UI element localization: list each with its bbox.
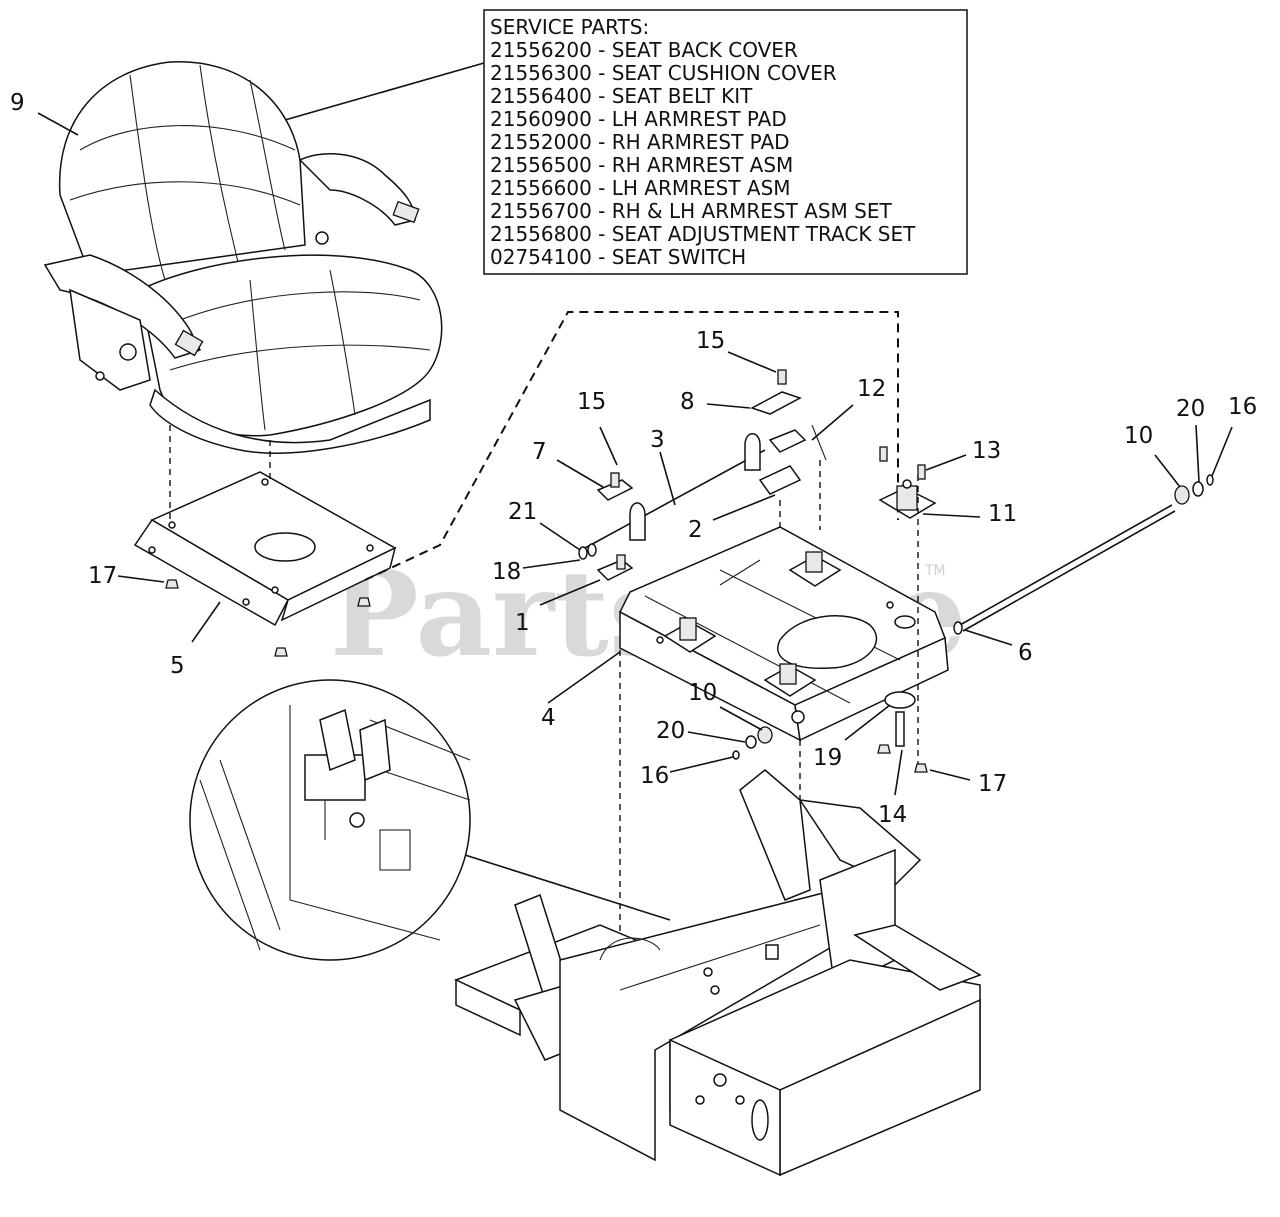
- callout-label: 13: [972, 438, 1001, 464]
- leader-line: [539, 579, 601, 606]
- leader-line: [249, 62, 485, 131]
- callout-label: 16: [1228, 394, 1257, 420]
- nut-part: [914, 763, 928, 773]
- callout-label: 19: [813, 745, 842, 771]
- detail-outline: [364, 311, 899, 581]
- service-part-item: 21552000 - RH ARMREST PAD: [490, 130, 790, 154]
- leader-line: [894, 749, 903, 796]
- leader-line: [712, 494, 776, 521]
- clip-part: [732, 750, 740, 760]
- clip-part: [578, 546, 588, 560]
- service-part-item: 21556400 - SEAT BELT KIT: [490, 84, 753, 108]
- leader-line: [922, 513, 981, 518]
- leader-line: [1211, 426, 1233, 477]
- callout-label: 15: [696, 328, 725, 354]
- callout-label: 4: [541, 705, 556, 731]
- switch-assembly: [744, 369, 827, 495]
- leader-line: [727, 351, 777, 373]
- callout-label: 20: [1176, 396, 1205, 422]
- callout-labels: 9 15 8 12 15 3 7 21 18 2 13 11 10 20 16 …: [10, 90, 1257, 828]
- service-part-item: 21556500 - RH ARMREST ASM: [490, 153, 793, 177]
- callout-label: 21: [508, 499, 537, 525]
- callout-label: 18: [492, 559, 521, 585]
- leader-line: [659, 451, 676, 506]
- seat-pan: [619, 526, 949, 742]
- service-parts-heading: SERVICE PARTS:: [490, 15, 649, 39]
- callout-label: 2: [688, 517, 703, 543]
- watermark-tm: TM: [924, 563, 946, 579]
- leader-line: [811, 404, 854, 441]
- mower-frame: [454, 769, 982, 1177]
- service-parts-box: SERVICE PARTS: 21556200 - SEAT BACK COVE…: [483, 9, 968, 275]
- washer-part: [587, 543, 597, 557]
- leader-line: [117, 575, 165, 583]
- callout-label: 1: [515, 610, 530, 636]
- callout-label: 17: [88, 563, 117, 589]
- leader-line: [464, 854, 671, 921]
- callout-label: 10: [688, 680, 717, 706]
- leader-line: [522, 559, 581, 569]
- service-part-item: 21556800 - SEAT ADJUSTMENT TRACK SET: [490, 222, 916, 246]
- service-part-item: 21560900 - LH ARMREST PAD: [490, 107, 787, 131]
- leader-line: [929, 769, 971, 781]
- seat-drawing: [43, 61, 443, 454]
- isolator-mount: [878, 479, 937, 519]
- callout-label: 5: [170, 653, 185, 679]
- callout-label: 10: [1124, 423, 1153, 449]
- callout-label: 8: [680, 389, 695, 415]
- callout-label: 14: [878, 802, 907, 828]
- release-rod: [584, 449, 766, 549]
- leader-line: [844, 704, 891, 741]
- callout-label: 20: [656, 718, 685, 744]
- leader-line: [539, 522, 581, 551]
- leader-line: [706, 403, 751, 409]
- callout-label: 16: [640, 763, 669, 789]
- leader-line: [687, 731, 746, 743]
- bolt-part: [917, 464, 926, 480]
- bushing-part: [757, 726, 773, 744]
- leader-line: [925, 454, 967, 471]
- clip-part: [629, 502, 646, 541]
- service-part-item: 21556700 - RH & LH ARMREST ASM SET: [490, 199, 892, 223]
- callout-label: 7: [532, 439, 547, 465]
- leader-line: [669, 756, 734, 773]
- callout-label: 15: [577, 389, 606, 415]
- leader-line: [964, 629, 1013, 646]
- callout-label: 12: [857, 376, 886, 402]
- leader-line: [191, 601, 221, 643]
- callout-label: 9: [10, 90, 25, 116]
- cam-part: [884, 691, 916, 709]
- pin-part: [895, 711, 905, 747]
- callout-label: 17: [978, 771, 1007, 797]
- detail-view: [189, 679, 471, 961]
- seat-plate: [133, 471, 397, 657]
- service-part-item: 21556300 - SEAT CUSHION COVER: [490, 61, 837, 85]
- service-part-item: 21556200 - SEAT BACK COVER: [490, 38, 798, 62]
- leader-line: [1154, 454, 1181, 488]
- leader-line: [547, 651, 621, 704]
- leader-line: [719, 706, 763, 731]
- leader-line: [599, 426, 618, 466]
- leader-line: [1195, 424, 1200, 483]
- service-part-item: 21556600 - LH ARMREST ASM: [490, 176, 791, 200]
- callout-label: 6: [1018, 640, 1033, 666]
- adjustment-rod: [953, 474, 1214, 635]
- callout-label: 11: [988, 501, 1017, 527]
- bracket-part: [596, 472, 634, 581]
- nut-part: [877, 744, 891, 754]
- leader-line: [556, 459, 604, 488]
- bolt-part: [879, 446, 888, 462]
- leader-line: [37, 112, 79, 136]
- washer-part: [745, 735, 757, 749]
- callout-label: 3: [650, 427, 665, 453]
- service-part-item: 02754100 - SEAT SWITCH: [490, 245, 746, 269]
